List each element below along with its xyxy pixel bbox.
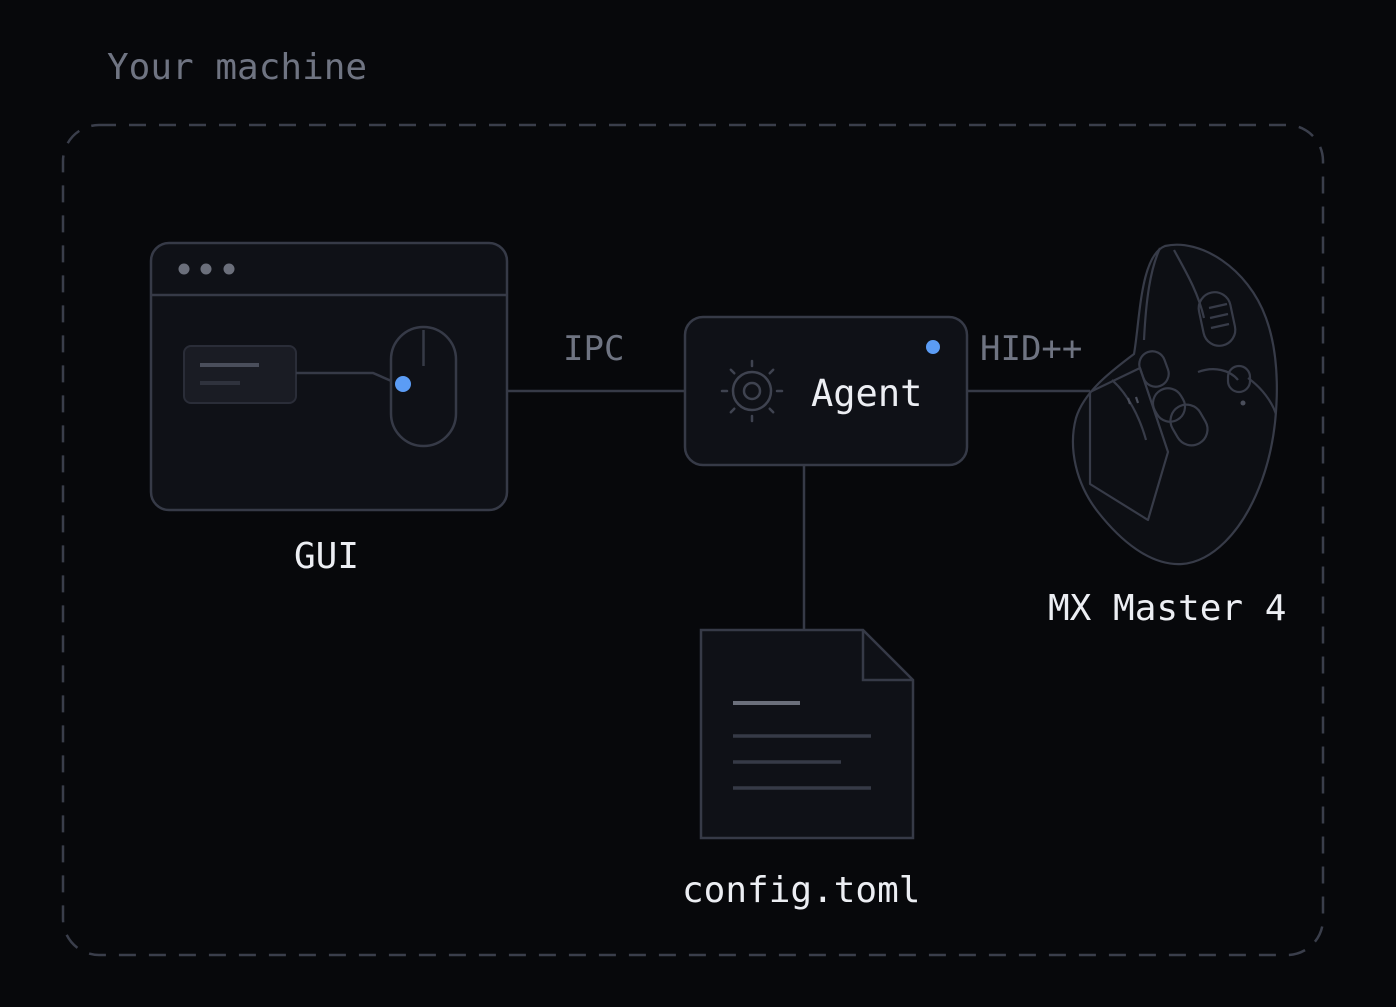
- mouse-outline-icon: [389, 325, 458, 448]
- mapping-line: [296, 371, 397, 385]
- window-controls-icon: [178, 263, 235, 275]
- device-label: MX Master 4: [1048, 588, 1287, 629]
- config-file-icon: [699, 628, 915, 840]
- selected-button-indicator: [395, 376, 411, 392]
- mx-master-mouse-icon: [1071, 243, 1278, 566]
- config-label: config.toml: [682, 870, 921, 911]
- hid-edge-label: HID++: [980, 329, 1083, 369]
- gear-icon: [720, 359, 784, 423]
- gui-label: GUI: [294, 536, 360, 577]
- agent-label: Agent: [811, 372, 923, 415]
- machine-boundary-label: Your machine: [107, 47, 368, 88]
- agent-box: [683, 315, 969, 467]
- machine-boundary: [61, 123, 1325, 957]
- ipc-edge-label: IPC: [563, 329, 625, 369]
- settings-card-icon: [183, 345, 297, 404]
- gui-window: [149, 241, 509, 512]
- agent-status-indicator: [926, 340, 940, 354]
